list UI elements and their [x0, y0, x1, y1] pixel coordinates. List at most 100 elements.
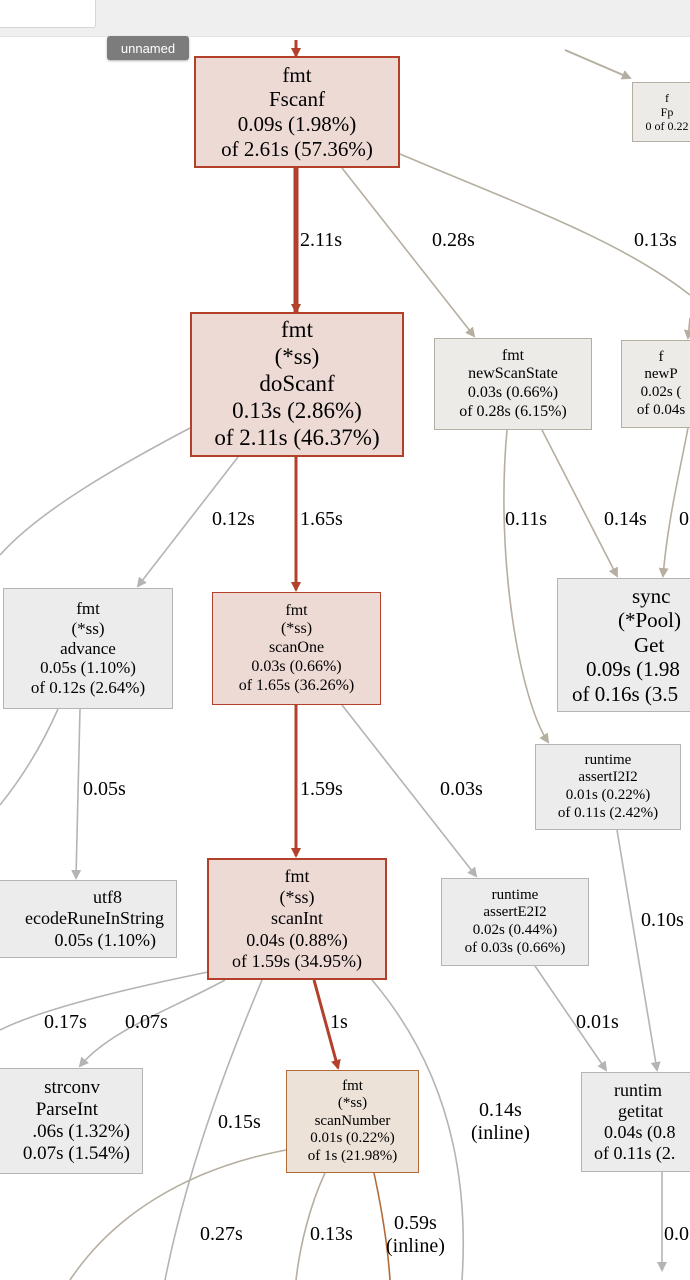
node-strconv-parseint[interactable]: strconv ParseInt .06s (1.32%) 0.07s (1.5…: [0, 1068, 143, 1174]
node-line: of 0.04s: [636, 401, 686, 418]
edge-scanint-left: [0, 971, 209, 1031]
edge-fscanf-newscanstate: [341, 167, 476, 338]
node-line: (*ss): [337, 1095, 368, 1112]
edge-label: 1.59s: [300, 778, 343, 800]
edge-label: 0.07s: [125, 1011, 168, 1033]
node-line: utf8: [93, 887, 122, 908]
node-fmt-doscanf[interactable]: fmt (*ss) doScanf 0.13s (2.86%) of 2.11s…: [190, 312, 404, 457]
node-line: .06s (1.32%): [32, 1121, 130, 1142]
node-line: Fp: [660, 104, 674, 119]
node-line: of 2.61s (57.36%): [221, 136, 373, 161]
edge-scannumber-b: [295, 1172, 326, 1280]
node-line: (*ss): [280, 620, 313, 638]
node-line: 0.03s (0.66%): [251, 657, 342, 675]
edge-label: 0.14s: [604, 508, 647, 530]
edge-label: 0.05s: [83, 778, 126, 800]
node-line: strconv: [44, 1076, 100, 1098]
node-utf8-decoderune[interactable]: utf8 ecodeRuneInString 0.05s (1.10%): [0, 880, 177, 958]
node-line: (*ss): [279, 887, 315, 908]
node-line: of 0.11s (2.42%): [557, 804, 659, 821]
node-line: (*ss): [274, 344, 320, 370]
node-line: of 0.12s (2.64%): [30, 678, 146, 698]
edge-label-note: (inline): [386, 1235, 445, 1257]
node-fprint-partial[interactable]: f Fp 0 of 0.22: [632, 82, 690, 142]
node-line: 0.02s (0.44%): [472, 922, 558, 938]
edge-label: 0.11s: [505, 508, 548, 530]
node-fmt-newscanstate[interactable]: fmt newScanState 0.03s (0.66%) of 0.28s …: [434, 338, 592, 430]
edge-label: 0.10s: [641, 909, 684, 931]
edge-label-note: (inline): [471, 1122, 530, 1144]
node-line: scanNumber: [314, 1112, 391, 1129]
node-label-tag: unnamed: [107, 36, 189, 60]
node-runtime-getitab[interactable]: runtim getitat 0.04s (0.8 of 0.11s (2.: [581, 1072, 690, 1172]
edge-label: 0.17s: [44, 1011, 87, 1033]
node-line: of 0.16s (3.5: [572, 681, 679, 706]
node-line: scanOne: [268, 639, 325, 657]
edge-label: 0.13s: [634, 229, 677, 251]
edge-scanint-scannumber: [312, 979, 341, 1070]
node-fmt-advance[interactable]: fmt (*ss) advance 0.05s (1.10%) of 0.12s…: [3, 588, 173, 709]
node-line: 0.04s (0.88%): [246, 929, 348, 950]
edge-label: 0.15s: [218, 1111, 261, 1133]
edge-scanint-inline: [371, 979, 465, 1280]
edge-newscanstate-syncget: [541, 429, 618, 578]
node-fmt-scannumber[interactable]: fmt (*ss) scanNumber 0.01s (0.22%) of 1s…: [286, 1070, 419, 1173]
edge-newscanstate-asserti2i2: [503, 429, 550, 744]
search-input[interactable]: [0, 0, 96, 28]
node-runtime-asserte2i2[interactable]: runtime assertE2I2 0.02s (0.44%) of 0.03…: [441, 878, 589, 966]
node-line: runtim: [614, 1079, 662, 1100]
toolbar: [0, 0, 690, 37]
edge-fscanf-right: [399, 153, 690, 296]
node-line: 0.07s (1.54%): [22, 1143, 130, 1165]
edge-scannumber-a: [69, 1149, 287, 1280]
node-line: ParseInt: [35, 1098, 98, 1120]
edge-label: 0.13s: [310, 1223, 353, 1245]
node-line: f: [665, 90, 669, 105]
node-line: 0.09s (1.98: [586, 657, 680, 682]
node-fmt-scanint[interactable]: fmt (*ss) scanInt 0.04s (0.88%) of 1.59s…: [207, 858, 387, 980]
edge-label: 0.01s: [576, 1011, 619, 1033]
node-fmt-scanone[interactable]: fmt (*ss) scanOne 0.03s (0.66%) of 1.65s…: [212, 592, 381, 705]
edge-newp-syncget: [658, 427, 689, 578]
node-line: 0.05s (1.10%): [54, 929, 157, 950]
node-newp-partial[interactable]: f newP 0.02s ( of 0.04s: [621, 340, 690, 428]
node-line: runtime: [491, 886, 539, 903]
node-line: Get: [634, 632, 665, 657]
edge-label-value: 0.59s: [394, 1212, 437, 1234]
node-line: getitat: [618, 1100, 663, 1121]
edge-into-fprint: [564, 49, 632, 80]
node-line: fmt: [342, 1077, 363, 1094]
node-line: fmt: [281, 317, 313, 343]
node-line: assertE2I2: [483, 904, 547, 921]
node-line: fmt: [282, 62, 312, 87]
node-line: 0.04s (0.8: [604, 1122, 676, 1142]
edge-label-inline: 0.14s (inline): [471, 1099, 530, 1145]
node-line: fmt: [284, 866, 310, 887]
edge-advance-utf8: [71, 708, 82, 880]
node-line: 0 of 0.22: [645, 119, 689, 134]
edge-scanint-strconv: [78, 979, 226, 1068]
node-line: newScanState: [468, 365, 558, 383]
node-line: of 0.11s (2.: [594, 1143, 676, 1164]
edge-label: 0.03s: [440, 778, 483, 800]
node-runtime-asserti2i2[interactable]: runtime assertI2I2 0.01s (0.22%) of 0.11…: [535, 744, 681, 830]
node-line: advance: [60, 638, 116, 658]
edge-scanone-asserte2i2: [341, 704, 478, 878]
edge-asserte2i2-getitab: [534, 965, 608, 1072]
node-line: assertI2I2: [578, 769, 638, 786]
edge-label-inline: 0.59s (inline): [386, 1212, 445, 1258]
node-line: (*Pool): [618, 608, 681, 633]
node-line: of 1s (21.98%): [307, 1147, 398, 1164]
edge-label: 0.28s: [432, 229, 475, 251]
node-line: fmt: [76, 598, 100, 618]
node-line: sync: [632, 583, 671, 608]
node-line: 0.03s (0.66%): [467, 384, 559, 401]
node-sync-pool-get[interactable]: sync (*Pool) Get 0.09s (1.98 of 0.16s (3…: [557, 578, 690, 712]
edge-scanint-down: [164, 979, 263, 1280]
node-line: doScanf: [259, 371, 335, 397]
node-fmt-fscanf[interactable]: fmt Fscanf 0.09s (1.98%) of 2.61s (57.36…: [194, 56, 400, 168]
edge-label: 1s: [330, 1011, 348, 1033]
node-line: Fscanf: [269, 87, 325, 112]
edge-label: 2.11s: [300, 229, 343, 251]
